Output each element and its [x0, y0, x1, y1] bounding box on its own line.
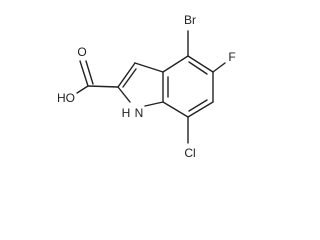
bond-cooh-o1 [79, 60, 89, 87]
bond-c2-n1 [117, 86, 131, 103]
nh-n-label: N [135, 106, 144, 120]
atom-labels: Br F Cl H N HO O [57, 13, 236, 160]
bond-c4-c5-inner [188, 61, 208, 75]
bond-n1-c7a [144, 101, 164, 107]
bond-cooh-o2 [85, 60, 94, 85]
chlorine-label: Cl [184, 146, 195, 160]
carbonyl-oxygen-label: O [77, 45, 86, 59]
bond-c5-f [212, 62, 226, 73]
bond-c6-c7-inner [188, 99, 208, 112]
hydroxyl-label: HO [57, 91, 75, 105]
bond-c3a-c3 [134, 62, 164, 73]
bond-c4-c5 [187, 55, 214, 73]
bond-c6-c7 [187, 101, 214, 118]
nh-h-label: H [122, 106, 131, 120]
bonds [76, 30, 226, 144]
bromine-label: Br [184, 13, 196, 27]
bond-c3-c2-inner [122, 68, 137, 88]
bond-c2-cooh [87, 85, 119, 88]
bond-c7-c7a [162, 101, 189, 118]
structure-diagram: Br F Cl H N HO O [57, 13, 236, 160]
fluorine-label: F [228, 50, 235, 64]
bond-cooh-oh [76, 85, 89, 94]
bond-c3-c2 [117, 62, 136, 88]
bond-c3a-c4 [162, 55, 189, 73]
